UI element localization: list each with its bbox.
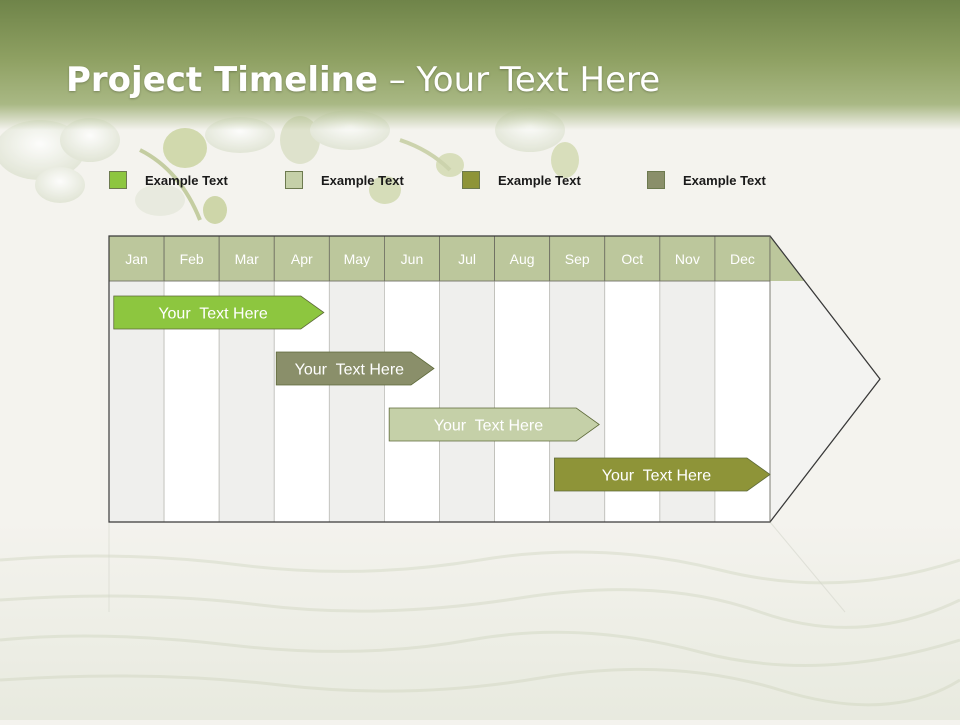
task-label: Your Text Here: [602, 468, 712, 485]
month-label: Sep: [565, 251, 590, 267]
month-header-cell: [549, 235, 606, 282]
task-bar: [113, 295, 325, 330]
page-title: Project Timeline – Your Text Here: [66, 60, 660, 100]
month-column: [384, 280, 440, 523]
month-label: May: [344, 251, 370, 267]
legend-swatch-3: [462, 171, 480, 189]
month-label: Jun: [401, 251, 424, 267]
legend-item-4: Example Text: [647, 170, 766, 190]
month-header-cell: [328, 235, 385, 282]
legend-swatch-4: [647, 171, 665, 189]
month-header-cell: [604, 235, 661, 282]
title-bold: Project Timeline: [66, 60, 378, 100]
month-label: Dec: [730, 251, 755, 267]
task-bar: [275, 351, 435, 386]
month-label: Nov: [675, 251, 700, 267]
legend-item-2: Example Text: [285, 170, 404, 190]
month-column: [494, 280, 551, 523]
month-header-cell: [218, 235, 275, 282]
legend-label-4: Example Text: [683, 172, 766, 188]
month-label: Apr: [291, 251, 313, 267]
month-column: [328, 280, 385, 523]
timeline-reflection: [108, 521, 846, 613]
task-bar: [388, 407, 600, 442]
month-label: Oct: [621, 251, 643, 267]
task-label: Your Text Here: [295, 362, 405, 379]
month-header-cell: [439, 235, 495, 282]
title-rest: – Your Text Here: [377, 60, 661, 100]
task-label: Your Text Here: [158, 306, 268, 323]
legend-item-3: Example Text: [462, 170, 581, 190]
legend-label-1: Example Text: [145, 172, 228, 188]
legend-item-1: Example Text: [109, 170, 228, 190]
timeline-outline: [108, 235, 881, 523]
title-bar: [0, 0, 960, 130]
month-label: Jan: [125, 251, 148, 267]
month-label: Aug: [510, 251, 535, 267]
month-header-cell: [108, 235, 165, 282]
legend-swatch-2: [285, 171, 303, 189]
task-label: Your Text Here: [434, 418, 544, 435]
task-bar: [554, 457, 771, 492]
month-label: Jul: [458, 251, 476, 267]
legend-label-2: Example Text: [321, 172, 404, 188]
legend-swatch-1: [109, 171, 127, 189]
month-header-cell: [494, 235, 551, 282]
month-label: Mar: [235, 251, 259, 267]
month-column: [439, 280, 495, 523]
month-header-cell: [163, 235, 220, 282]
legend-label-3: Example Text: [498, 172, 581, 188]
month-label: Feb: [180, 251, 204, 267]
month-header-cell: [384, 235, 440, 282]
